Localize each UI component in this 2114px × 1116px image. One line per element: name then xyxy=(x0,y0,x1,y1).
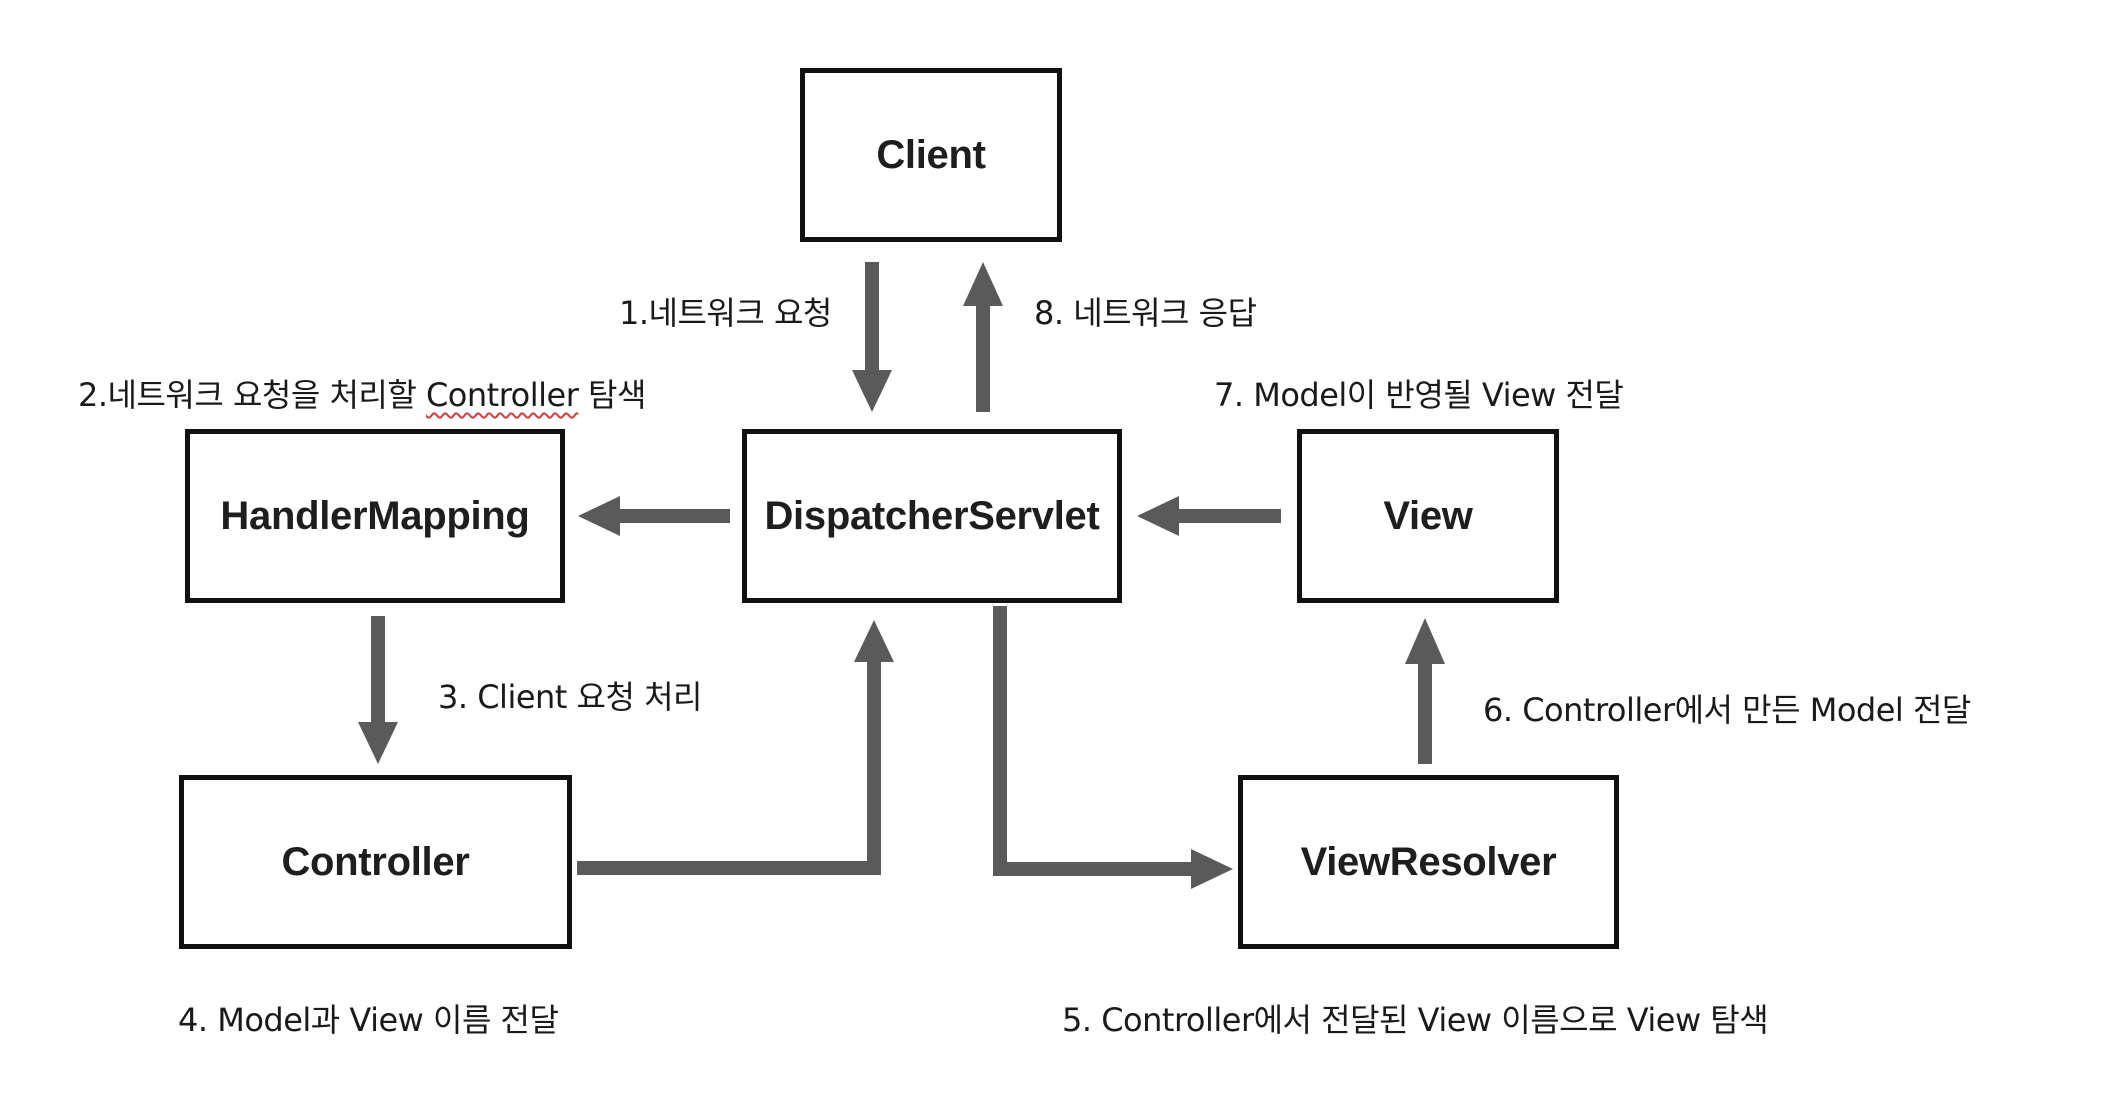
node-controller: Controller xyxy=(179,775,572,949)
arrow-to-handlermapping xyxy=(578,496,730,536)
step-8-label: 8. 네트워크 응답 xyxy=(1034,294,1257,332)
step-2-suffix: 탐색 xyxy=(578,376,646,414)
node-dispatcher-servlet: DispatcherServlet xyxy=(742,429,1122,603)
arrow-view-to-dispatcher xyxy=(1137,496,1281,536)
node-handler-mapping: HandlerMapping xyxy=(185,429,565,603)
step-6-label: 6. Controller에서 만든 Model 전달 xyxy=(1483,691,1971,729)
step-4-label: 4. Model과 View 이름 전달 xyxy=(178,1001,559,1039)
arrow-viewresolver-to-view xyxy=(1405,618,1445,764)
step-2-controller-word: Controller xyxy=(425,376,579,414)
arrow-controller-to-dispatcher xyxy=(577,620,894,875)
arrow-request-down xyxy=(852,262,892,412)
arrow-response-up xyxy=(963,262,1003,412)
arrow-dispatcher-to-viewresolver xyxy=(993,606,1233,889)
node-client: Client xyxy=(800,68,1062,242)
arrow-to-controller xyxy=(358,616,398,764)
node-view-resolver: ViewResolver xyxy=(1238,775,1619,949)
step-5-label: 5. Controller에서 전달된 View 이름으로 View 탐색 xyxy=(1062,1001,1769,1039)
step-1-label: 1.네트워크 요청 xyxy=(619,294,832,332)
step-3-label: 3. Client 요청 처리 xyxy=(438,678,702,716)
step-7-label: 7. Model이 반영될 View 전달 xyxy=(1214,376,1624,414)
step-2-prefix: 2.네트워크 요청을 처리할 xyxy=(78,376,426,414)
node-view: View xyxy=(1297,429,1559,603)
step-2-label: 2.네트워크 요청을 처리할 Controller 탐색 xyxy=(78,370,646,416)
